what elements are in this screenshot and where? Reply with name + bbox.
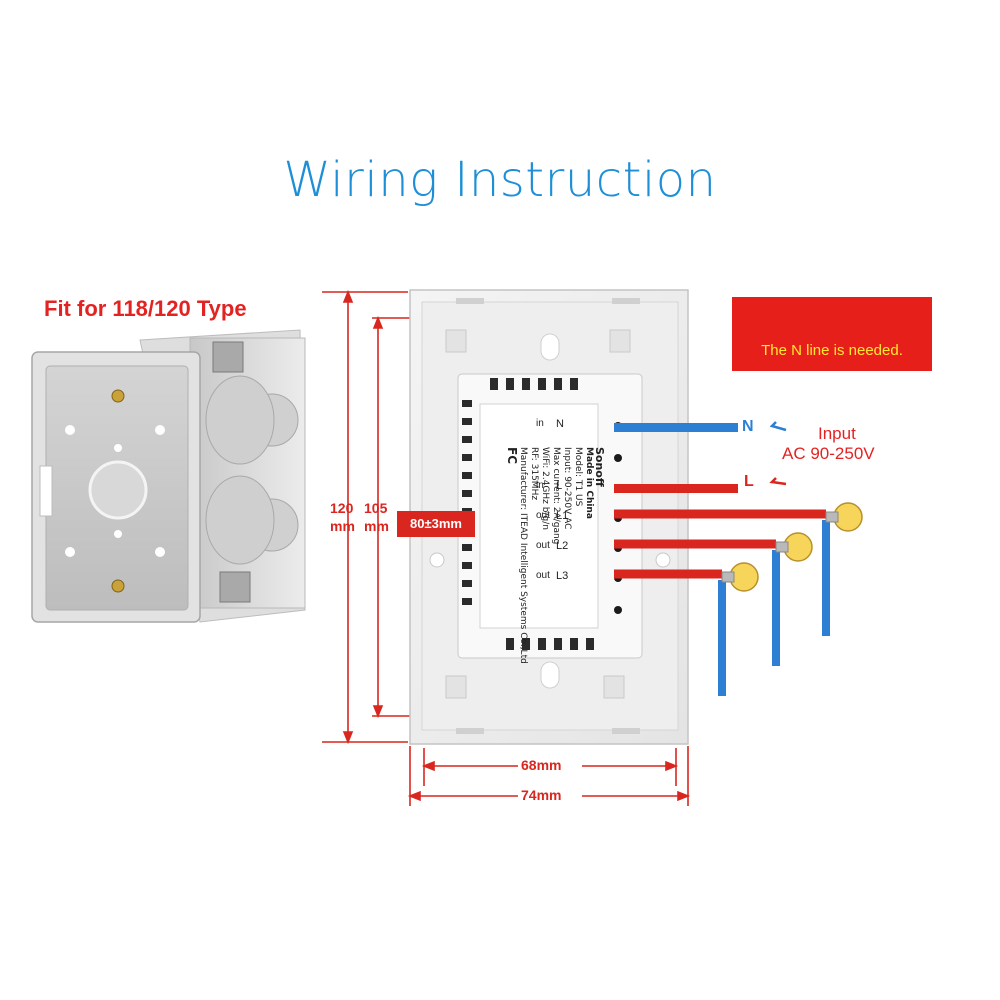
terminal-role: out: [536, 570, 550, 581]
module-label: Sonoff Made in China Model: T1 US Input:…: [487, 447, 606, 671]
terminal-l: L: [556, 480, 563, 492]
inner-height-unit: mm: [364, 518, 389, 534]
fit-type-label: Fit for 118/120 Type: [44, 296, 247, 321]
outer-height-unit: mm: [330, 518, 355, 534]
model-label: Model: T1 US: [573, 447, 583, 507]
page-title: Wiring Instruction: [283, 152, 717, 208]
terminal-role: in: [536, 480, 544, 491]
terminal-l1: L1: [556, 510, 569, 522]
arrow-left-icon: [769, 421, 787, 432]
terminal-role: out: [536, 540, 550, 551]
neutral-label: N: [742, 418, 754, 435]
input-range-label: AC 90-250V: [782, 444, 875, 463]
terminal-role: in: [536, 418, 544, 429]
warning-text: The N line is needed.: [761, 342, 903, 359]
width-dimension-lines: [407, 746, 691, 806]
spec-line: Input: 90-250V AC: [562, 447, 572, 530]
outer-height-label: 120: [330, 500, 354, 516]
made-in-label: Made in China: [584, 447, 594, 519]
fc-mark: FC: [505, 447, 519, 465]
terminal-l3: L3: [556, 570, 569, 582]
live-wire: [614, 484, 738, 493]
lamp-icons: [721, 502, 863, 592]
warning-banner: The N line is needed.: [732, 297, 932, 371]
brand-logo: Sonoff: [593, 447, 606, 487]
outer-width-label: 74mm: [521, 787, 562, 803]
junction-box: [31, 329, 306, 623]
input-arrows: [769, 421, 787, 486]
live-label: L: [744, 473, 754, 490]
terminal-role: out: [536, 510, 550, 521]
spec-line: Manufacturer: ITEAD Intelligent Systems …: [518, 447, 528, 664]
switch-module: [457, 373, 643, 659]
center-distance-label: 80±3mm: [397, 511, 475, 537]
wires: [614, 423, 830, 696]
inner-height-label: 105: [364, 500, 388, 516]
input-label: Input: [818, 424, 856, 443]
neutral-wire: [614, 423, 738, 432]
inner-width-label: 68mm: [521, 757, 562, 773]
terminal-n: N: [556, 418, 564, 430]
arrow-left-icon: [769, 477, 787, 486]
terminal-l2: L2: [556, 540, 569, 552]
